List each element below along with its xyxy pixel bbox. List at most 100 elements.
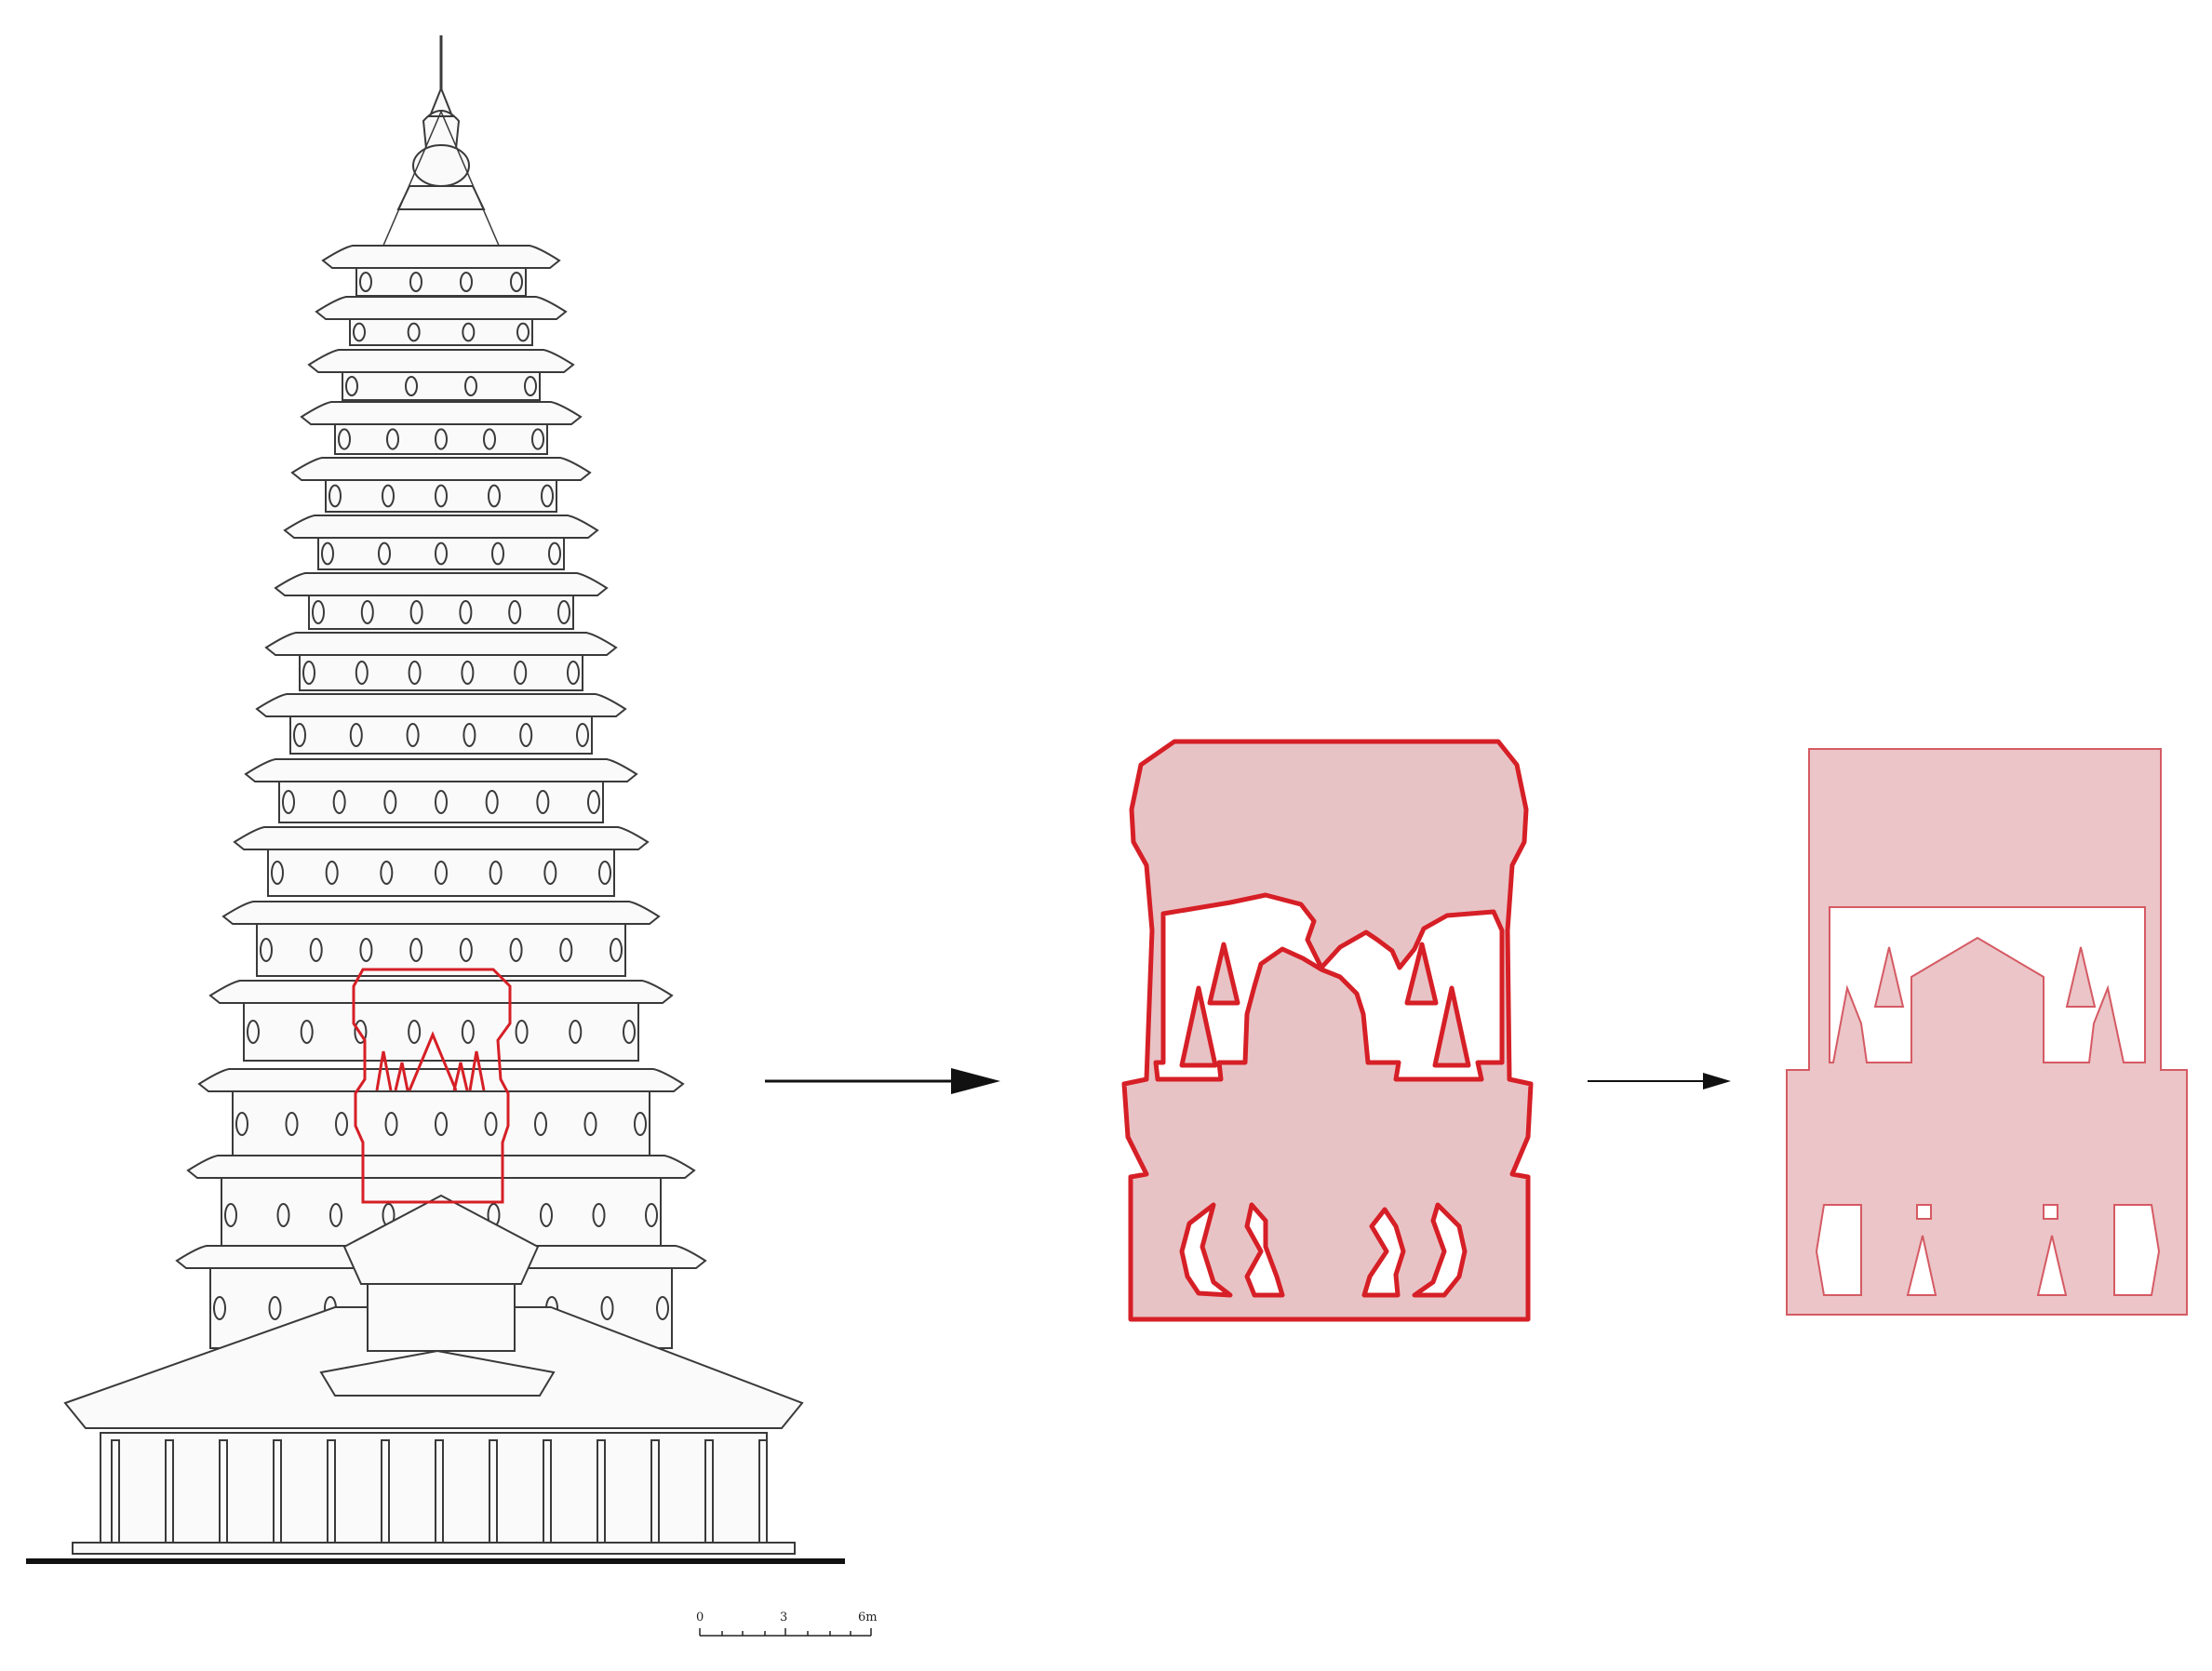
tier-ornament	[271, 861, 284, 885]
tier-ornament	[516, 322, 530, 342]
pagoda-tiers	[175, 245, 707, 1349]
tier-ornament	[309, 938, 323, 962]
tier-ornament	[485, 790, 499, 814]
tier-roof	[244, 758, 638, 782]
tier-ornament	[656, 1296, 669, 1320]
tier-ornament	[405, 376, 418, 396]
tier-ornament	[345, 376, 358, 396]
entrance-roof	[319, 1349, 556, 1397]
tier-body	[349, 318, 533, 346]
tier-roof	[186, 1155, 696, 1179]
tier-ornament	[459, 600, 473, 624]
tier-ornament	[509, 938, 523, 962]
hall-column	[219, 1439, 228, 1544]
tier-body	[299, 654, 583, 691]
tier-ornament	[489, 861, 503, 885]
outline-left-tall-spire	[1179, 985, 1218, 1068]
hall-column	[327, 1439, 336, 1544]
tier-ornament	[328, 484, 342, 508]
tier-ornament	[321, 541, 334, 566]
tier-ornament	[587, 790, 600, 814]
simplified-geometry-shape	[1786, 748, 2188, 1316]
tier-ornament	[634, 1112, 647, 1136]
tier-roof	[197, 1068, 685, 1092]
outline-left-spire	[1207, 942, 1240, 1006]
extracted-outline-shape	[1121, 739, 1534, 1322]
tier-ornament	[598, 861, 611, 885]
tier-ornament	[583, 1112, 597, 1136]
tier-ornament	[408, 661, 422, 685]
ground-plinth	[72, 1542, 796, 1555]
hall-column	[704, 1439, 714, 1544]
tier-ornament	[569, 1020, 583, 1044]
simplified-left-spire	[1873, 946, 1905, 1008]
highlighted-segment-outline	[352, 968, 512, 1204]
tier-ornament	[382, 484, 395, 508]
tier-ornament	[524, 376, 537, 396]
spire-bulb	[412, 144, 470, 187]
tier-ornament	[435, 541, 448, 566]
tier-ornament	[567, 661, 580, 685]
scale-label-0: 0	[696, 1611, 704, 1624]
tier-ornament	[540, 1203, 553, 1227]
ground-floor-hall	[100, 1432, 768, 1544]
tier-ornament	[407, 322, 421, 342]
entrance-body	[367, 1283, 516, 1352]
tier-body	[289, 715, 593, 755]
tier-ornament	[276, 1203, 290, 1227]
scale-label-3: 3	[780, 1611, 787, 1624]
tier-ornament	[268, 1296, 282, 1320]
pagoda-elevation-drawing	[26, 35, 845, 1564]
tier-ornament	[409, 272, 422, 292]
tier-ornament	[508, 600, 522, 624]
tier-roof	[208, 980, 674, 1004]
tier-ornament	[285, 1112, 299, 1136]
hall-column	[758, 1439, 768, 1544]
tier-ornament	[531, 428, 544, 450]
tier-ornament	[380, 861, 394, 885]
tier-ornament	[260, 938, 273, 962]
tier-roof	[255, 693, 627, 717]
tier-ornament	[383, 790, 397, 814]
tier-roof	[274, 572, 609, 596]
tier-ornament	[335, 1112, 348, 1136]
tier-ornament	[247, 1020, 260, 1044]
tier-ornament	[293, 723, 306, 747]
tier-ornament	[519, 723, 533, 747]
hall-columns	[111, 1439, 768, 1544]
hall-column	[650, 1439, 660, 1544]
tier-ornament	[332, 790, 346, 814]
tier-ornament	[459, 938, 473, 962]
tier-roof	[233, 826, 650, 850]
tier-ornament	[235, 1112, 248, 1136]
tier-ornament	[464, 376, 477, 396]
hall-column	[165, 1439, 174, 1544]
tier-ornament	[515, 1020, 529, 1044]
tier-ornament	[338, 428, 351, 450]
tier-ornament	[353, 322, 366, 342]
tier-ornament	[359, 938, 373, 962]
tier-ornament	[359, 272, 372, 292]
tier-ornament	[378, 541, 391, 566]
hall-column	[381, 1439, 390, 1544]
tier-ornament	[645, 1203, 658, 1227]
tier-ornament	[559, 938, 573, 962]
hall-column	[543, 1439, 552, 1544]
tier-ornament	[543, 861, 557, 885]
hall-column	[435, 1439, 444, 1544]
tier-ornament	[557, 600, 570, 624]
tier-roof	[290, 457, 592, 481]
spire-base	[396, 185, 486, 210]
tier-ornament	[282, 790, 295, 814]
tier-ornament	[623, 1020, 636, 1044]
tier-ornament	[302, 661, 315, 685]
hall-column	[111, 1439, 120, 1544]
tier-ornament	[463, 723, 476, 747]
tier-ornament	[483, 428, 496, 450]
arrow-small	[1588, 1073, 1731, 1089]
tier-ornament	[213, 1296, 226, 1320]
tier-ornament	[460, 272, 473, 292]
tier-ornament	[514, 661, 528, 685]
tier-ornament	[541, 484, 554, 508]
